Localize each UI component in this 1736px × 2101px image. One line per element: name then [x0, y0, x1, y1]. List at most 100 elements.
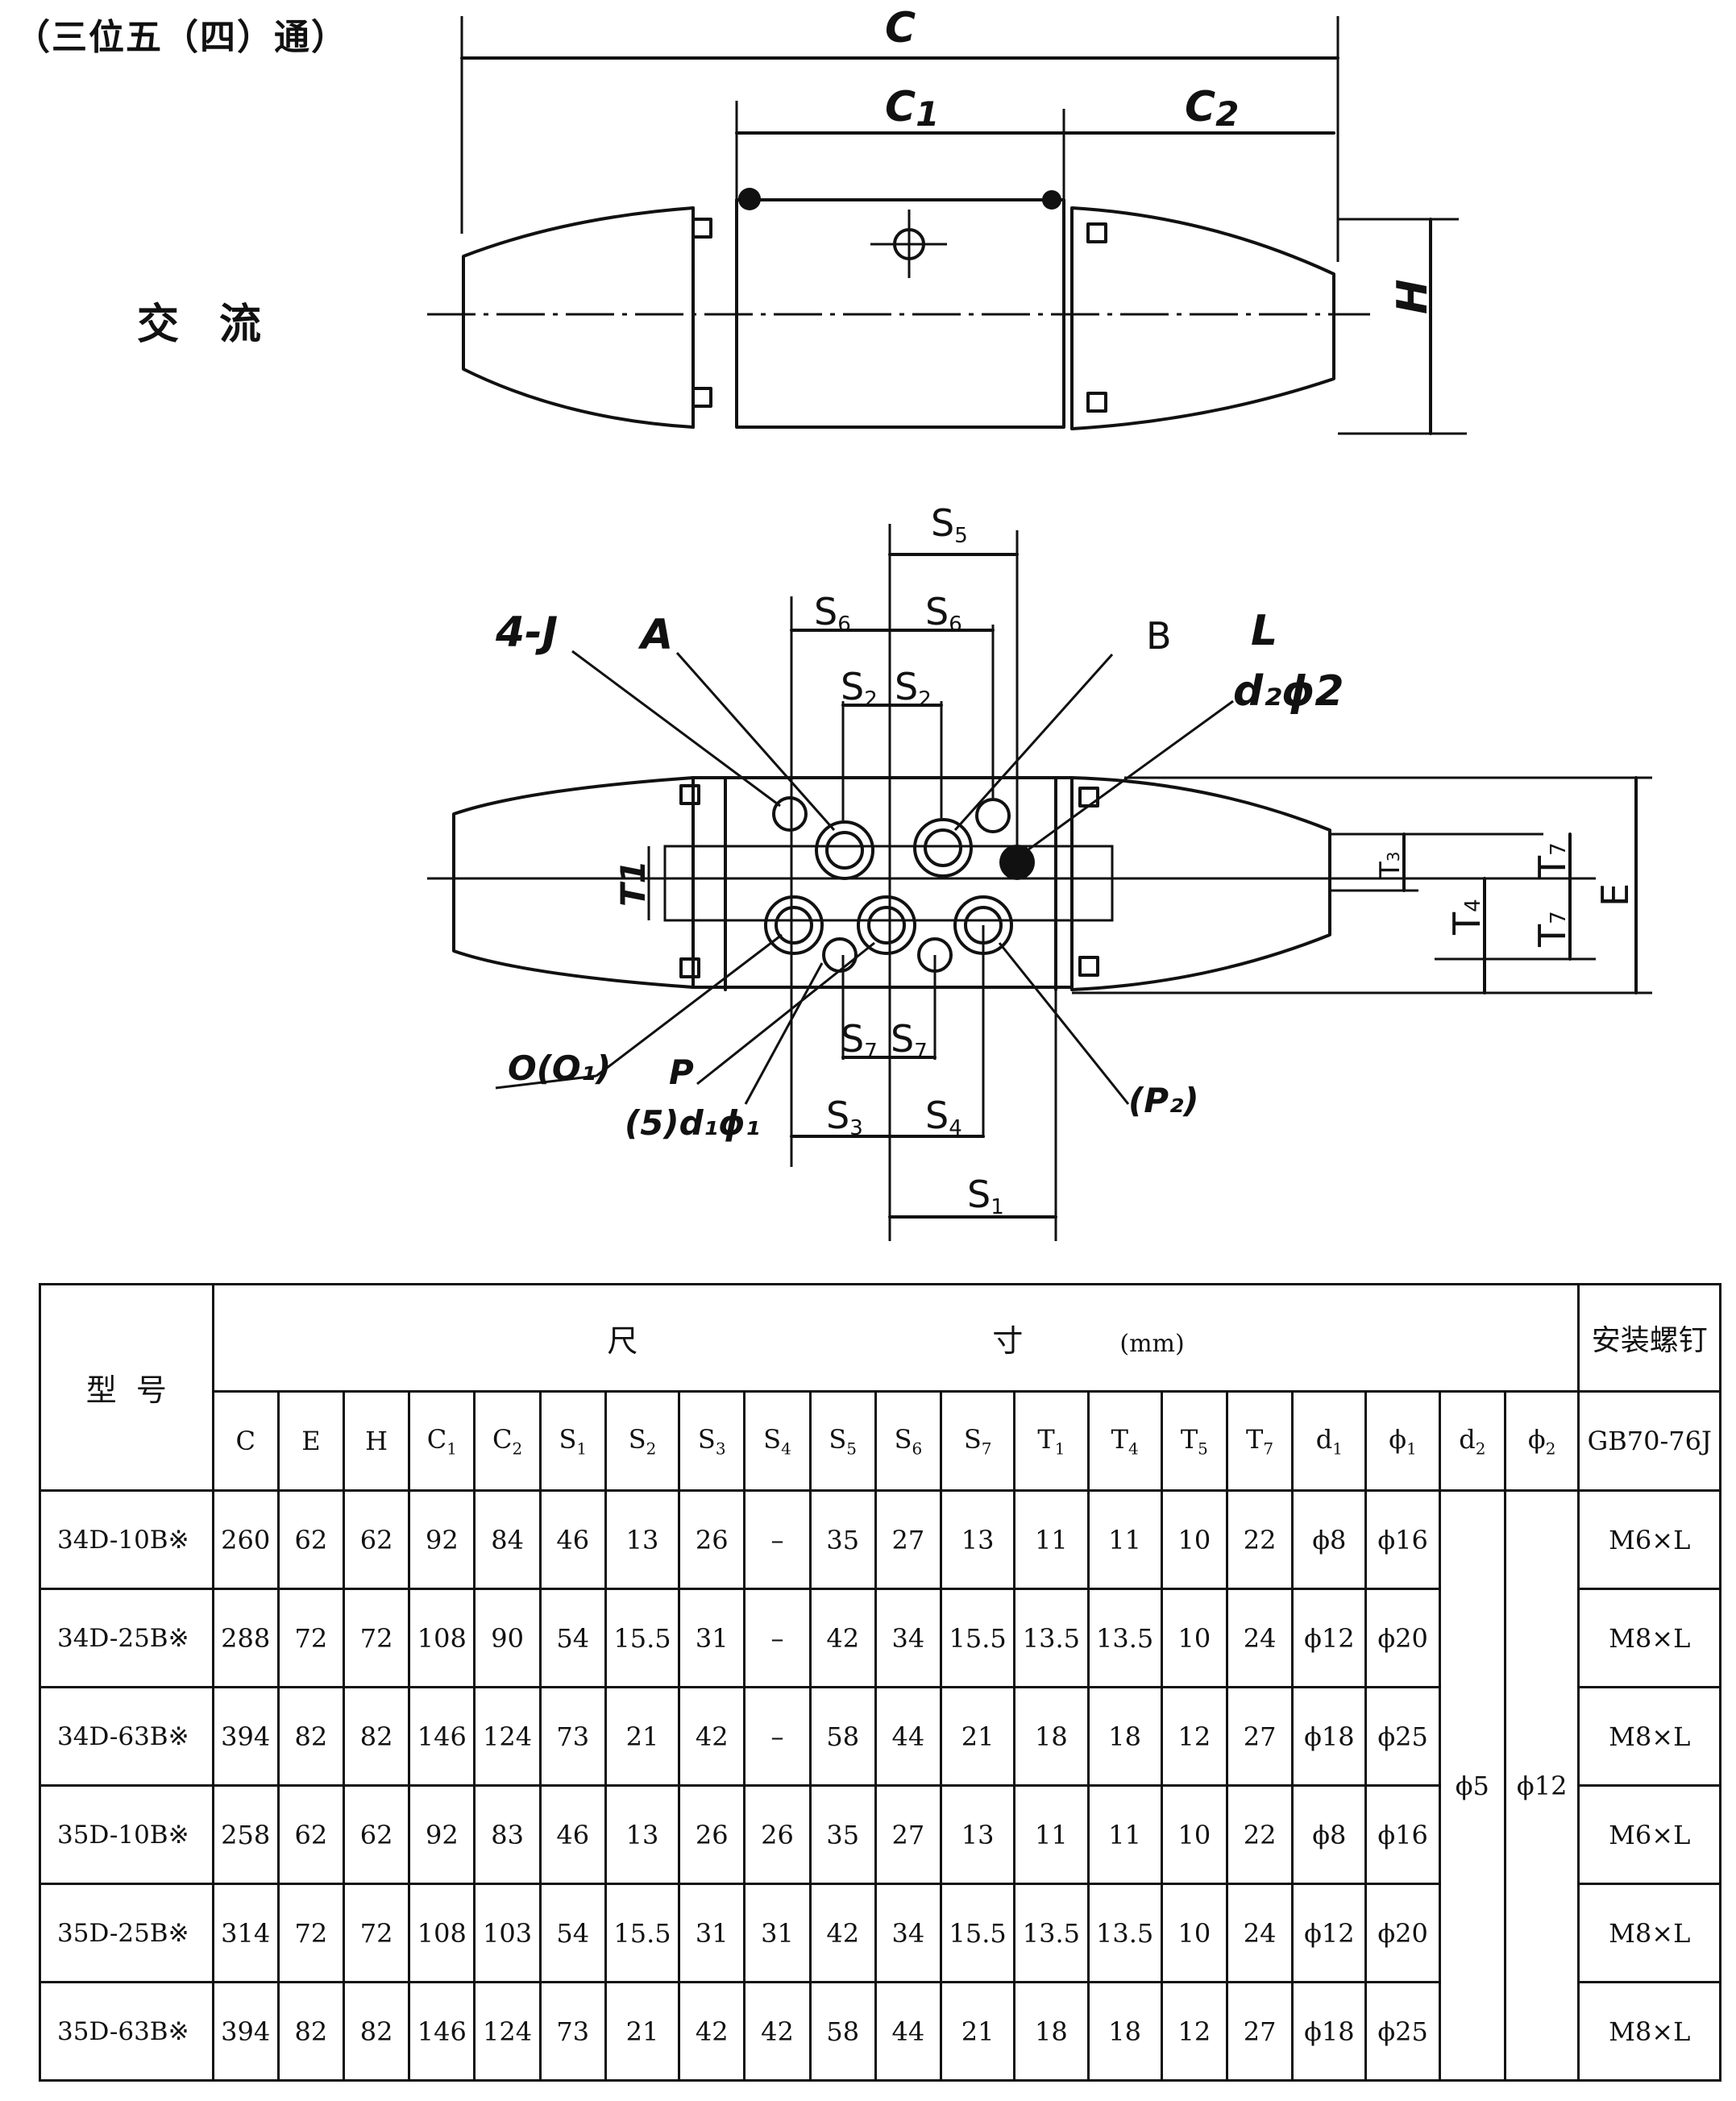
- column-header: T1: [1013, 1390, 1090, 1492]
- value-cell: 84: [473, 1489, 542, 1590]
- column-header: d1: [1291, 1390, 1368, 1492]
- value-cell: 44: [874, 1981, 943, 2082]
- value-cell: 13: [604, 1489, 681, 1590]
- side-view: C C1 C2 H: [427, 4, 1467, 435]
- dim-t7a-label: T7: [1530, 842, 1574, 879]
- value-cell: 24: [1225, 1588, 1294, 1688]
- port-a-label: A: [638, 611, 673, 659]
- value-cell: 27: [1225, 1686, 1294, 1787]
- column-header: T4: [1086, 1390, 1163, 1492]
- value-cell: ϕ16: [1364, 1489, 1441, 1590]
- dim-s3-label: S3: [826, 1094, 863, 1140]
- value-cell: 13.5: [1086, 1588, 1163, 1688]
- value-cell: 72: [276, 1588, 346, 1688]
- port-l-label: L: [1251, 607, 1277, 655]
- model-cell: 34D-63B※: [39, 1686, 214, 1787]
- dimensions-header: 尺寸(mm): [211, 1283, 1580, 1393]
- value-cell: 13: [940, 1489, 1016, 1590]
- value-cell: ϕ18: [1291, 1686, 1368, 1787]
- dim-s4-label: S4: [925, 1094, 962, 1140]
- phi2-shared-cell: ϕ12: [1503, 1489, 1580, 2082]
- dim-s6a-label: S6: [814, 590, 851, 637]
- column-header: T7: [1225, 1390, 1294, 1492]
- column-header: S6: [874, 1390, 943, 1492]
- value-cell: ϕ25: [1364, 1981, 1441, 2082]
- dim-s5-label: S5: [931, 501, 968, 548]
- value-cell: 11: [1086, 1489, 1163, 1590]
- value-cell: 12: [1160, 1981, 1228, 2082]
- value-cell: 103: [473, 1883, 542, 1983]
- value-cell: 21: [604, 1981, 681, 2082]
- column-header: C2: [473, 1390, 542, 1492]
- value-cell: 73: [538, 1981, 607, 2082]
- value-cell: 42: [808, 1588, 877, 1688]
- screw-cell: M8×L: [1577, 1981, 1721, 2082]
- dim-h-label: H: [1389, 279, 1437, 314]
- port-o-label: O(O₁): [508, 1048, 611, 1088]
- value-cell: 58: [808, 1981, 877, 2082]
- value-cell: 34: [874, 1883, 943, 1983]
- dim-t3-label: T3: [1374, 851, 1406, 879]
- value-cell: 258: [211, 1784, 280, 1885]
- screw-cell: M8×L: [1577, 1588, 1721, 1688]
- dim-c-label: C: [885, 4, 916, 52]
- value-cell: 15.5: [604, 1883, 681, 1983]
- value-cell: 15.5: [940, 1588, 1016, 1688]
- column-header: S3: [678, 1390, 746, 1492]
- dim-s2a-label: S2: [841, 665, 878, 712]
- value-cell: 31: [678, 1588, 746, 1688]
- value-cell: 62: [343, 1784, 411, 1885]
- value-cell: 27: [1225, 1981, 1294, 2082]
- value-cell: 62: [276, 1489, 346, 1590]
- value-cell: 31: [678, 1883, 746, 1983]
- value-cell: 26: [678, 1489, 746, 1590]
- screw-cell: M6×L: [1577, 1784, 1721, 1885]
- value-cell: 46: [538, 1489, 607, 1590]
- value-cell: 146: [408, 1686, 476, 1787]
- screw-header: 安装螺钉: [1577, 1283, 1721, 1393]
- header-title: （三位五（四）通）: [15, 17, 348, 58]
- screw-cell: M8×L: [1577, 1883, 1721, 1983]
- d2phi2-label: d₂ϕ2: [1233, 667, 1344, 716]
- dim-t4-label: T4: [1445, 899, 1489, 936]
- value-cell: 13.5: [1013, 1883, 1090, 1983]
- value-cell: 11: [1013, 1784, 1090, 1885]
- d2-shared-cell: ϕ5: [1438, 1489, 1506, 2082]
- value-cell: 72: [343, 1883, 411, 1983]
- value-cell: –: [743, 1686, 812, 1787]
- value-cell: 10: [1160, 1784, 1228, 1885]
- screw-cell: M8×L: [1577, 1686, 1721, 1787]
- value-cell: 13.5: [1086, 1883, 1163, 1983]
- value-cell: ϕ8: [1291, 1784, 1368, 1885]
- column-header: S7: [940, 1390, 1016, 1492]
- value-cell: 42: [678, 1981, 746, 2082]
- value-cell: 15.5: [940, 1883, 1016, 1983]
- dim-s7b-label: S7: [891, 1017, 928, 1064]
- column-header: d2: [1438, 1390, 1506, 1492]
- value-cell: 21: [604, 1686, 681, 1787]
- value-cell: ϕ16: [1364, 1784, 1441, 1885]
- value-cell: ϕ25: [1364, 1686, 1441, 1787]
- column-header: C1: [408, 1390, 476, 1492]
- value-cell: 34: [874, 1588, 943, 1688]
- column-header: S1: [538, 1390, 607, 1492]
- value-cell: 314: [211, 1883, 280, 1983]
- value-cell: 26: [678, 1784, 746, 1885]
- column-header: E: [276, 1390, 346, 1492]
- value-cell: 13: [940, 1784, 1016, 1885]
- value-cell: 22: [1225, 1489, 1294, 1590]
- value-cell: 124: [473, 1981, 542, 2082]
- value-cell: 62: [276, 1784, 346, 1885]
- value-cell: ϕ20: [1364, 1883, 1441, 1983]
- dim-s2b-label: S2: [895, 665, 932, 712]
- column-header: ϕ2: [1503, 1390, 1580, 1492]
- port-p2-label: (P₂): [1128, 1081, 1199, 1120]
- dim-s7a-label: S7: [841, 1017, 878, 1064]
- column-header: T5: [1160, 1390, 1228, 1492]
- value-cell: 72: [276, 1883, 346, 1983]
- value-cell: 42: [808, 1883, 877, 1983]
- value-cell: 10: [1160, 1588, 1228, 1688]
